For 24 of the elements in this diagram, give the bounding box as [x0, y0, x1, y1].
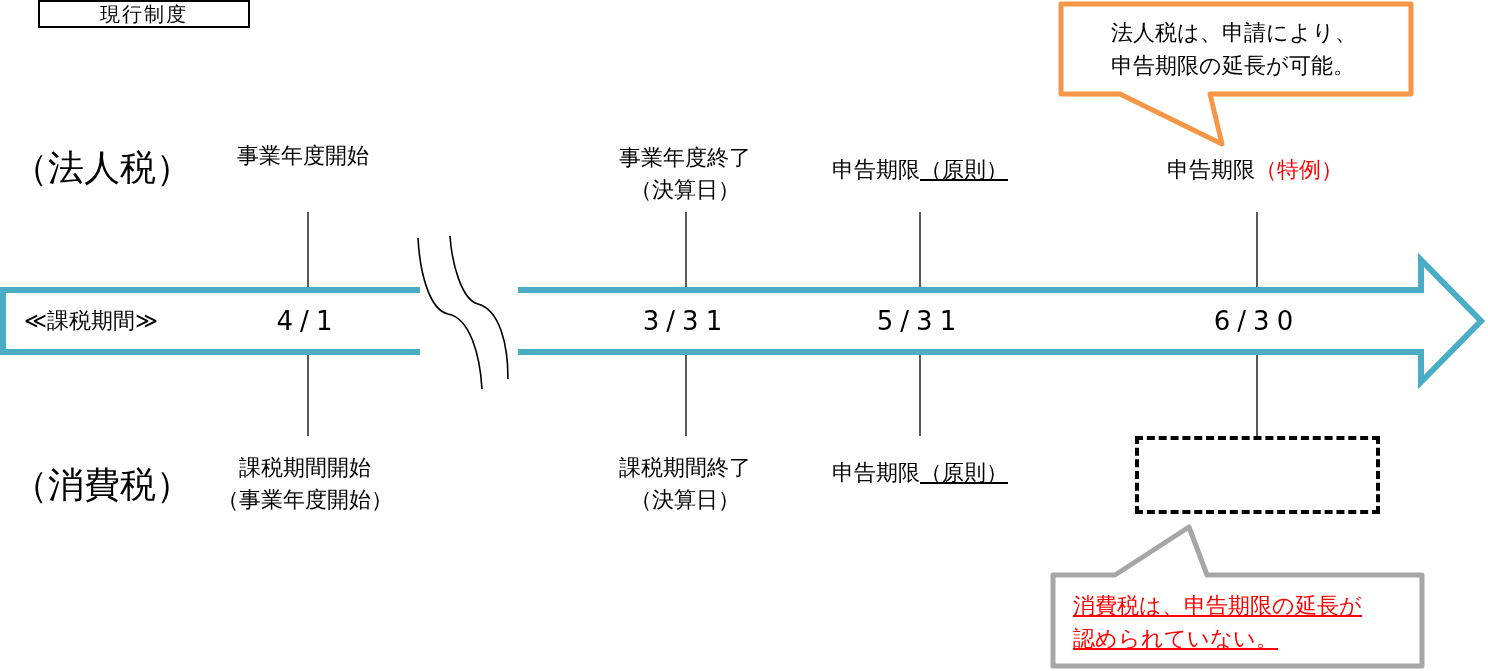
section-heading: （法人税）	[12, 146, 192, 190]
period-label: ≪課税期間≫	[24, 307, 159, 335]
section-heading: （消費税）	[12, 463, 192, 507]
callout-text: 消費税は、申告期限の延長が認められていない。	[1073, 592, 1363, 653]
date-label: 6/30	[1213, 305, 1301, 337]
timeline-label: （原則）	[920, 156, 1008, 184]
timeline-label: 課税期間開始	[239, 454, 371, 482]
timeline-label: （事業年度開始）	[217, 486, 393, 514]
timeline-label: 申告期限	[1167, 156, 1255, 184]
timeline-label: 申告期限	[832, 459, 920, 487]
date-label: 3/31	[642, 305, 730, 337]
timeline-label: （決算日）	[630, 486, 740, 514]
date-label: 4/1	[276, 305, 340, 337]
timeline-label: （決算日）	[630, 176, 740, 204]
timeline-label: 事業年度開始	[237, 142, 369, 170]
timeline-label: （原則）	[920, 459, 1008, 487]
timeline-label: 申告期限	[832, 156, 920, 184]
timeline-label: 事業年度終了	[619, 144, 751, 172]
title-box: 現行制度	[38, 0, 250, 28]
empty-dashed-box	[1135, 436, 1380, 514]
timeline-label: 課税期間終了	[619, 454, 751, 482]
callout-text: 法人税は、申請により、申告期限の延長が可能。	[1111, 19, 1358, 80]
timeline-label: （特例）	[1255, 156, 1343, 184]
date-label: 5/31	[876, 305, 964, 337]
